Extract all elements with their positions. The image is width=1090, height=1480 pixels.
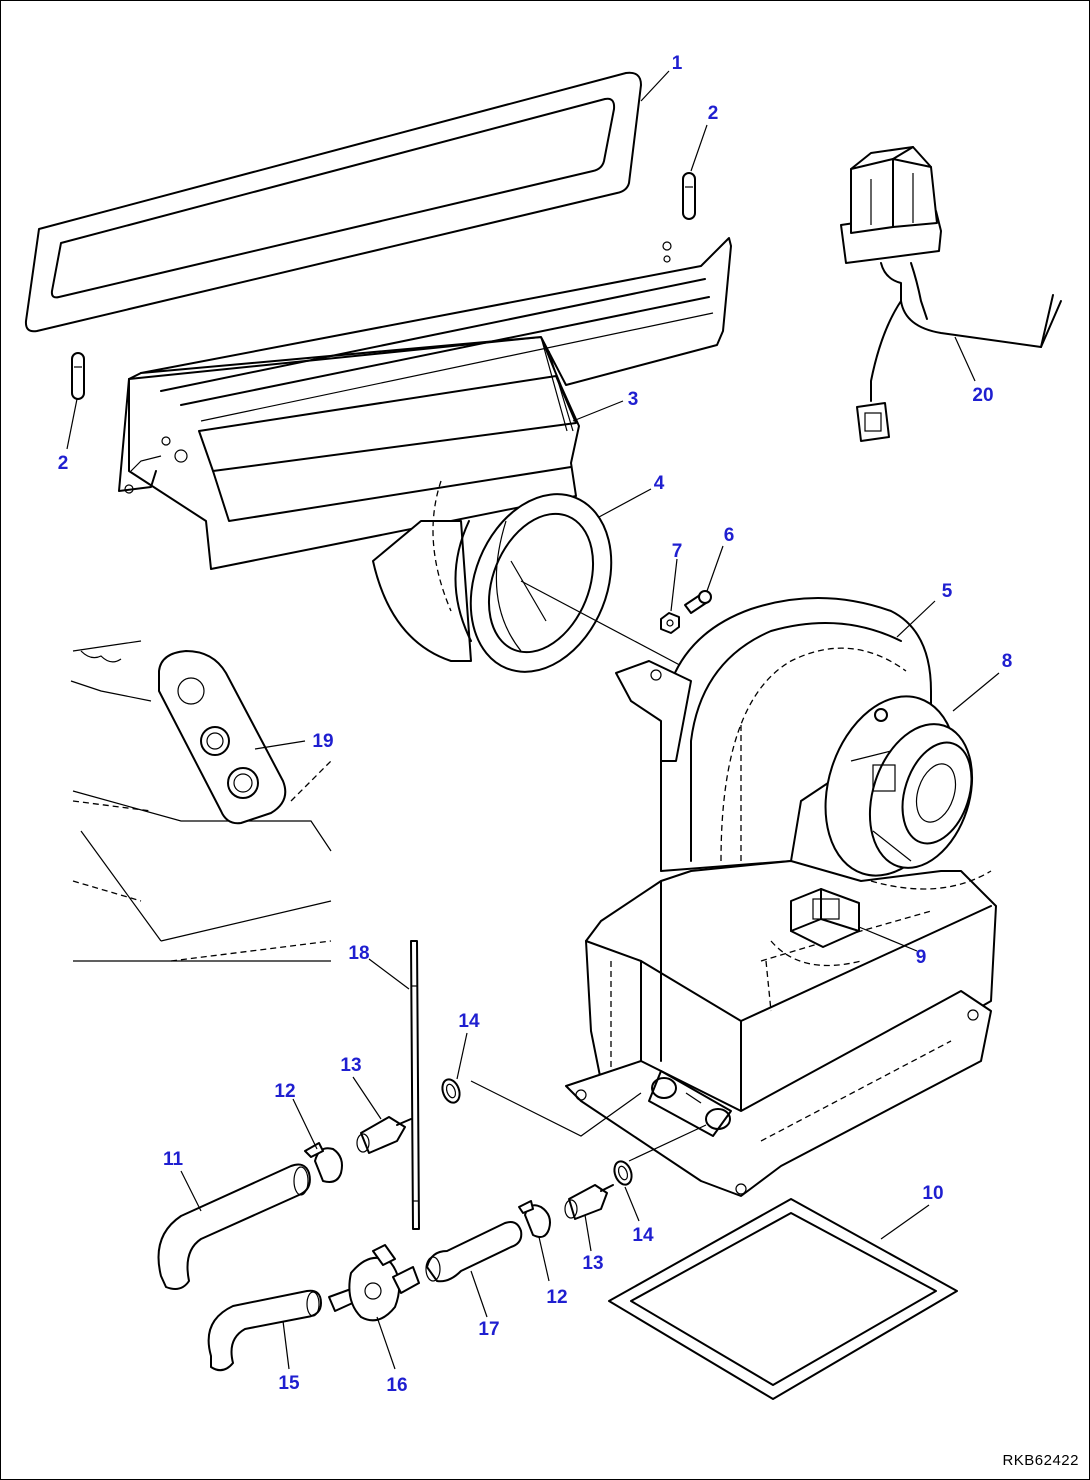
callout-11: 11	[163, 1149, 184, 1170]
callout-20: 20	[972, 385, 993, 406]
callout-1: 1	[672, 53, 683, 74]
callout-14-lower: 14	[632, 1225, 654, 1246]
callout-7: 7	[672, 541, 683, 562]
part-12-clamp-left	[304, 1142, 343, 1183]
callout-12-left: 12	[274, 1081, 295, 1102]
callout-19: 19	[312, 731, 333, 752]
part-17-hose	[425, 1221, 523, 1283]
callout-5: 5	[942, 581, 953, 602]
callout-2-upper: 2	[708, 103, 719, 124]
part-14-oring-upper	[441, 1078, 461, 1104]
callout-4: 4	[654, 473, 665, 494]
part-13-nipple-right	[564, 1184, 614, 1220]
part-12-clamp-right	[518, 1200, 551, 1238]
callout-18: 18	[348, 943, 369, 964]
part-5-heater-unit	[470, 596, 997, 1197]
callout-3: 3	[628, 389, 639, 410]
part-2-pin-lower	[71, 352, 85, 400]
part-15-hose	[207, 1289, 322, 1372]
assembly-line-4-5	[520, 580, 692, 672]
callout-12-right: 12	[546, 1287, 567, 1308]
callout-2-lower: 2	[58, 453, 69, 474]
callout-16: 16	[386, 1375, 407, 1396]
callout-6: 6	[724, 525, 735, 546]
callout-14-upper: 14	[458, 1011, 480, 1032]
part-1-gasket-frame	[24, 71, 642, 333]
callout-13-lower: 13	[582, 1253, 603, 1274]
part-8-blower-motor	[824, 695, 992, 890]
part-4-ring-gasket	[454, 493, 613, 673]
callout-8: 8	[1002, 651, 1013, 672]
callout-13-upper: 13	[340, 1055, 361, 1076]
callout-15: 15	[278, 1373, 300, 1394]
callout-9: 9	[916, 947, 927, 968]
part-10-filter-gasket	[608, 1198, 958, 1400]
part-9-resistor	[770, 888, 862, 967]
callout-10: 10	[922, 1183, 943, 1204]
part-7-nut	[660, 612, 680, 634]
part-13-nipple-left	[356, 1116, 412, 1154]
part-6-bolt	[684, 590, 712, 614]
part-18-rod	[410, 940, 420, 1230]
part-3-duct-housing	[118, 237, 732, 662]
part-11-hose	[157, 1163, 311, 1290]
part-19-switch-panel	[70, 640, 332, 962]
callout-17: 17	[478, 1319, 499, 1340]
part-16-water-valve	[328, 1244, 420, 1322]
reference-code: RKB62422	[1002, 1452, 1079, 1469]
part-14-oring-lower	[613, 1160, 633, 1186]
callout-labels: 1 2 2 3 4 5 6 7 8 9 10 11 12 12 13 13 14…	[58, 53, 1013, 1396]
part-20-relay-harness	[840, 146, 1062, 442]
part-2-pin-upper	[682, 172, 696, 220]
leader-lines	[66, 70, 1000, 1370]
